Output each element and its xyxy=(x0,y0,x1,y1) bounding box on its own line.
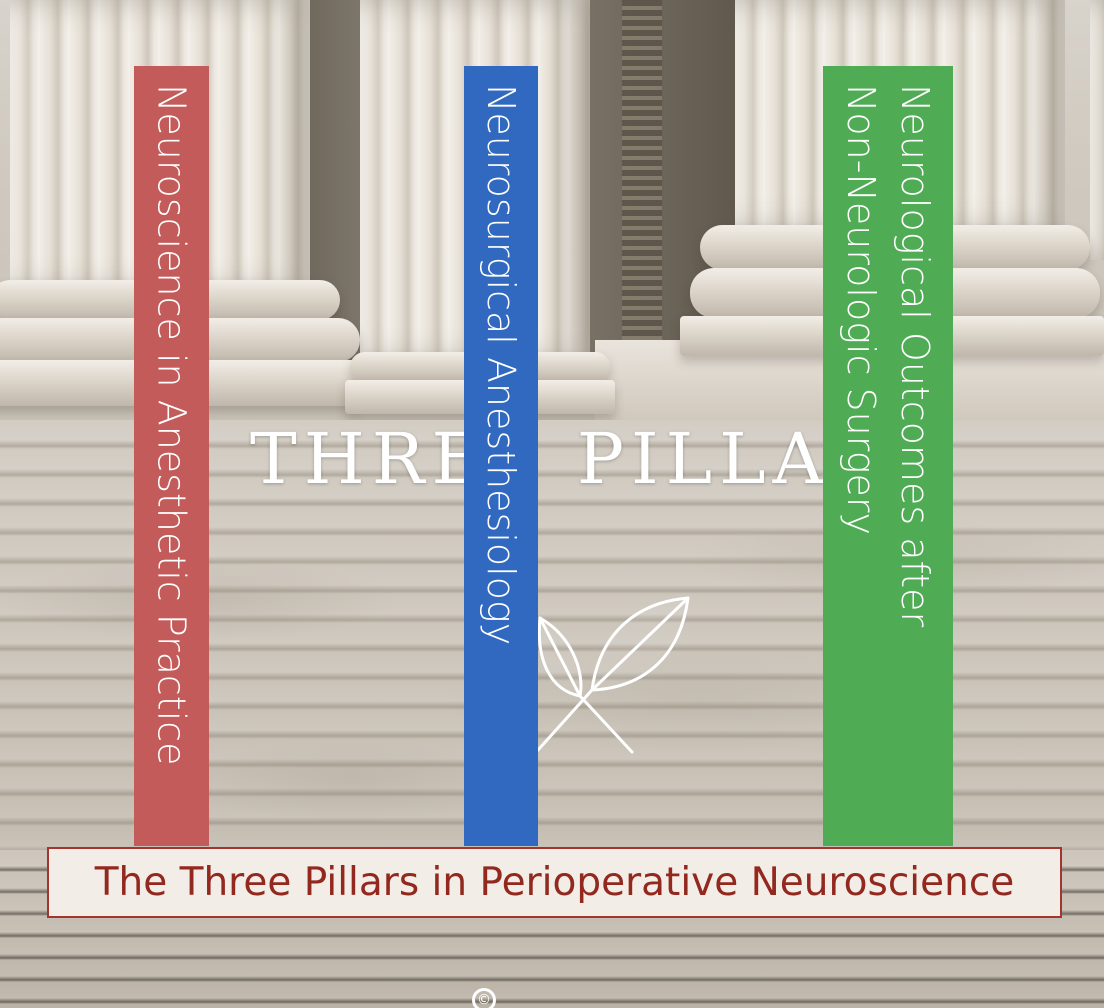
pillar-neuroscience: Neuroscience in Anesthetic Practice xyxy=(134,66,209,846)
background-ornament xyxy=(622,0,662,370)
pillar-label: Neurological Outcomes after Non-Neurolog… xyxy=(839,84,937,628)
background-column xyxy=(1090,0,1104,260)
leaf-branch-icon xyxy=(536,596,690,754)
caption-text: The Three Pillars in Perioperative Neuro… xyxy=(94,860,1015,905)
caption-box: The Three Pillars in Perioperative Neuro… xyxy=(47,847,1062,918)
pillar-label: Neurosurgical Anesthesiology xyxy=(479,84,523,646)
pillar-neurosurgical-anesthesiology: Neurosurgical Anesthesiology xyxy=(464,66,538,846)
copyright-icon: © xyxy=(472,988,496,1008)
pillar-neurological-outcomes: Neurological Outcomes after Non-Neurolog… xyxy=(823,66,953,846)
pillar-label: Neuroscience in Anesthetic Practice xyxy=(149,84,194,766)
